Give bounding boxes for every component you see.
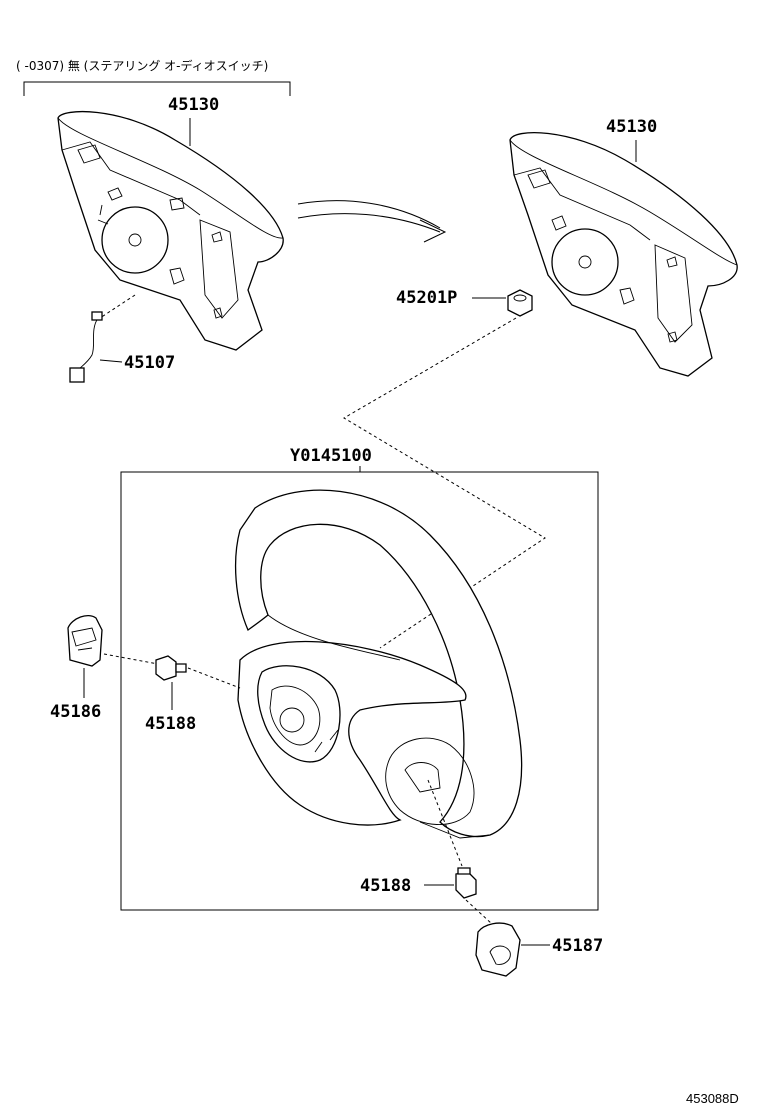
leader-wire — [99, 359, 123, 363]
label-screw-left: 45188 — [145, 714, 196, 734]
airbag-module-right — [509, 132, 738, 377]
switch-cover-bottom — [475, 922, 521, 977]
wire-harness — [69, 294, 136, 383]
label-cover-left: 45186 — [50, 702, 101, 722]
assembly-box — [120, 471, 599, 911]
nut — [507, 289, 533, 317]
label-wire: 45107 — [124, 353, 175, 373]
label-airbag-right: 45130 — [606, 117, 657, 137]
label-nut: 45201P — [396, 288, 457, 308]
steering-wheel — [234, 489, 523, 839]
switch-cover-left — [67, 614, 103, 667]
label-airbag-left: 45130 — [168, 95, 219, 115]
label-cover-bottom: 45187 — [552, 936, 603, 956]
screw-left — [155, 655, 187, 681]
label-screw-bottom: 45188 — [360, 876, 411, 896]
figure-code: 453088D — [686, 1091, 739, 1106]
header-note: ( -0307) 無 (ステアリング オ-ディオスイッチ) — [16, 58, 268, 73]
change-arrow — [297, 200, 447, 243]
header-bracket — [23, 81, 291, 96]
screw-bottom — [455, 867, 477, 899]
screw-left-dashed-line — [187, 667, 241, 689]
label-wheel-assembly: Y0145100 — [290, 446, 372, 466]
airbag-module-left — [57, 111, 284, 351]
cover-left-dashed-line — [103, 653, 159, 665]
